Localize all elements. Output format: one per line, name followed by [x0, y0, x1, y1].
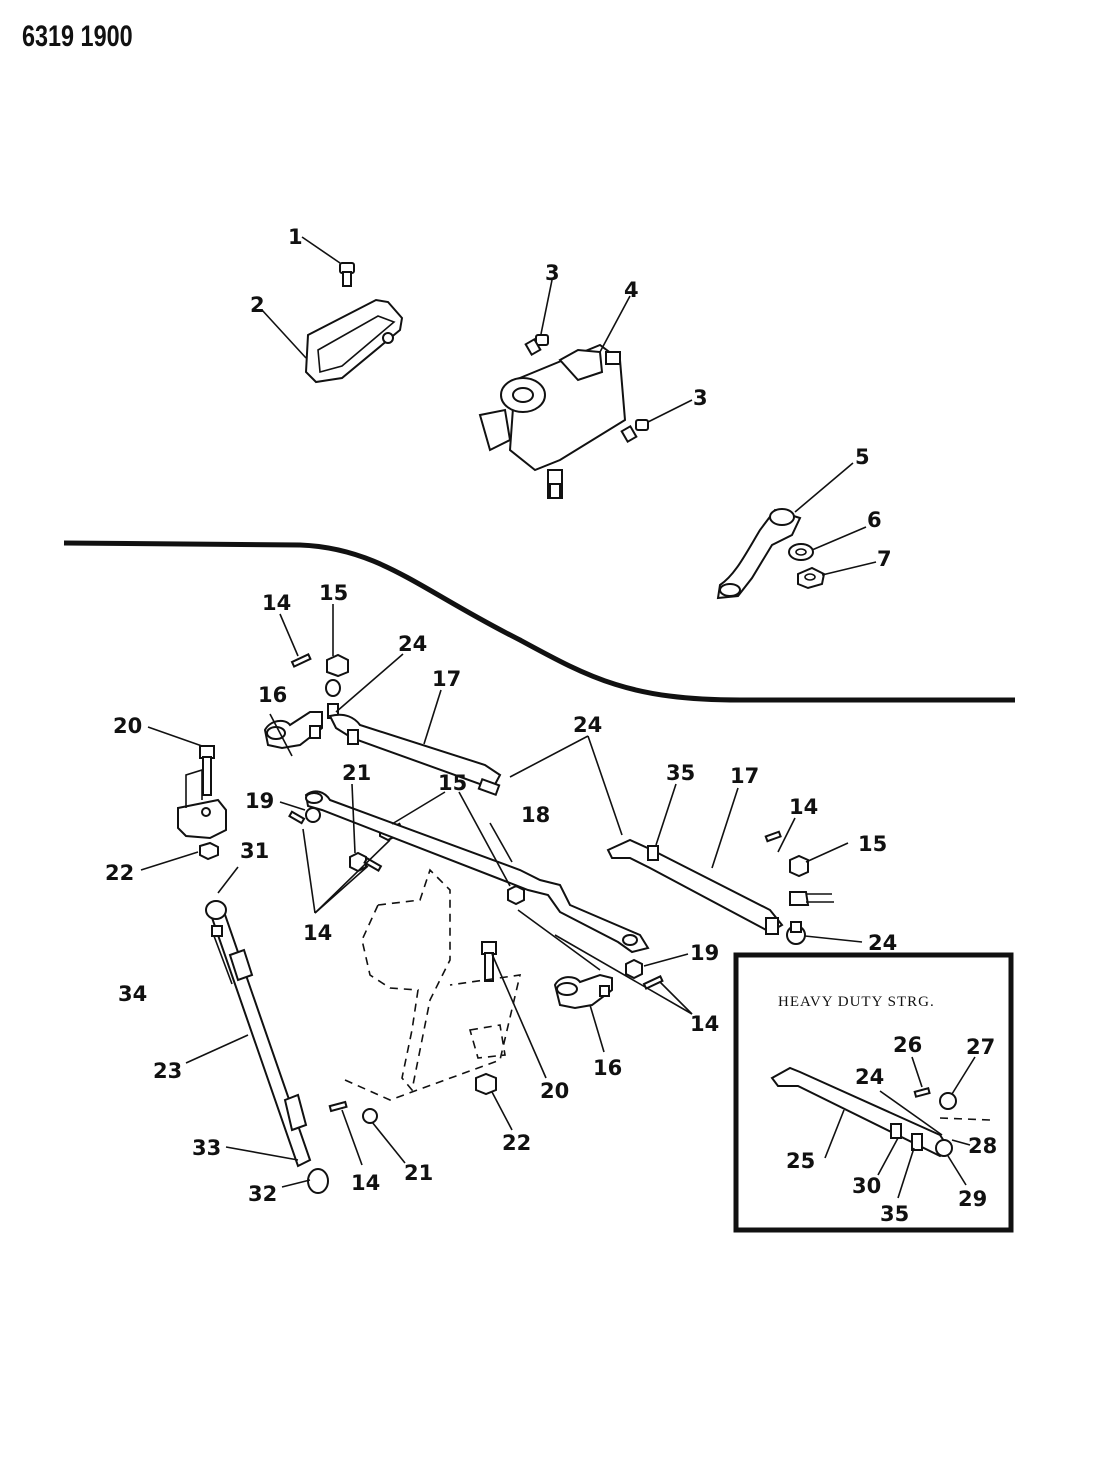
bolt-part-3b — [620, 419, 649, 444]
idler-arm-part-16a — [263, 711, 323, 750]
callout-32: 32 — [248, 1182, 277, 1206]
callout-31: 31 — [240, 839, 269, 863]
clamp-17a — [347, 729, 359, 745]
inset-callout-25: 25 — [786, 1149, 815, 1173]
steering-damper-part-23 — [205, 900, 329, 1194]
callout-labels: 1 2 3 4 3 5 6 7 14 15 24 17 16 20 21 19 … — [105, 225, 997, 1226]
callout-14e: 14 — [351, 1171, 380, 1195]
callout-35: 35 — [666, 761, 695, 785]
section-divider-curve — [63, 540, 1015, 703]
callout-24b: 24 — [573, 713, 602, 737]
castle-nut-15a — [326, 653, 349, 678]
nut-part-19a — [305, 807, 321, 823]
inset-callout-29: 29 — [958, 1187, 987, 1211]
callout-21a: 21 — [342, 761, 371, 785]
callout-20a: 20 — [113, 714, 142, 738]
callout-23: 23 — [153, 1059, 182, 1083]
castle-nut-15c — [507, 884, 525, 906]
steering-gear-part-4 — [478, 343, 627, 499]
nut-part-19b — [625, 958, 643, 980]
callout-7: 7 — [877, 547, 892, 571]
callout-14c: 14 — [789, 795, 818, 819]
callout-34: 34 — [118, 982, 147, 1006]
cotter-pin-rod — [517, 909, 601, 971]
bolt-part-3a — [524, 334, 549, 357]
pitman-arm-part-5 — [716, 508, 802, 600]
tie-rod-part-17b — [606, 838, 806, 945]
callout-14b: 14 — [303, 921, 332, 945]
inset-callout-24: 24 — [855, 1065, 884, 1089]
nut-part-7 — [797, 566, 826, 590]
castle-nut-15d — [789, 854, 809, 878]
nut-part-21a — [349, 851, 367, 873]
callout-24a: 24 — [398, 632, 427, 656]
clamp-30 — [890, 1123, 902, 1139]
cotter-pin-14b — [288, 810, 306, 825]
castle-nut-27 — [939, 1092, 957, 1110]
callout-4: 4 — [624, 278, 639, 302]
inset-title: HEAVY DUTY STRG. — [778, 994, 935, 1010]
callout-24c: 24 — [868, 931, 897, 955]
callout-5: 5 — [855, 445, 870, 469]
callout-22a: 22 — [105, 861, 134, 885]
cotter-pin-26 — [913, 1087, 931, 1098]
callout-3b: 3 — [693, 386, 708, 410]
center-link-part-18 — [304, 790, 650, 954]
washer-15a — [325, 679, 341, 697]
callout-15c: 15 — [858, 832, 887, 856]
idler-bracket-block — [177, 768, 227, 840]
callout-14a: 14 — [262, 591, 291, 615]
leader-lines-top — [261, 236, 877, 576]
phantom-steering-gear-outline — [344, 868, 522, 1101]
cotter-pin-14g — [328, 1100, 348, 1113]
clamp-35 — [911, 1133, 923, 1151]
bracket-part-2 — [304, 298, 404, 384]
nut-part-22b — [475, 1072, 497, 1096]
callout-16a: 16 — [258, 683, 287, 707]
nut-part-21b — [362, 1108, 378, 1124]
leader-lines-lower — [140, 604, 863, 1188]
washer-15d — [789, 891, 810, 906]
cotter-pin-14a — [290, 653, 312, 668]
inset-callout-30: 30 — [852, 1174, 881, 1198]
tie-rod-end-29 — [935, 1139, 953, 1157]
callout-16b: 16 — [593, 1056, 622, 1080]
nut-part-22a — [199, 841, 219, 861]
callout-33: 33 — [192, 1136, 221, 1160]
idler-arm-part-16b — [553, 973, 613, 1010]
callout-15a: 15 — [319, 581, 348, 605]
document-id-number: 6319 1900 — [22, 20, 133, 53]
callout-17a: 17 — [432, 667, 461, 691]
callout-19a: 19 — [245, 789, 274, 813]
callout-19b: 19 — [690, 941, 719, 965]
callout-1: 1 — [288, 225, 303, 249]
callout-2: 2 — [250, 293, 265, 317]
bolt-part-20a — [199, 745, 215, 796]
cotter-pin-14d — [363, 856, 383, 872]
tie-rod-end-24b — [477, 777, 501, 797]
inset-callout-35: 35 — [880, 1202, 909, 1226]
callout-17b: 17 — [730, 764, 759, 788]
heavy-duty-inset: HEAVY DUTY STRG. — [733, 952, 1014, 1233]
bolt-part-20b — [481, 941, 497, 982]
inset-callout-27: 27 — [966, 1035, 995, 1059]
callout-3a: 3 — [545, 261, 560, 285]
inset-callout-28: 28 — [968, 1134, 997, 1158]
callout-6: 6 — [867, 508, 882, 532]
callout-18: 18 — [521, 803, 550, 827]
lock-washer-part-6 — [788, 543, 814, 561]
callout-14d: 14 — [690, 1012, 719, 1036]
callout-21b: 21 — [404, 1161, 433, 1185]
callout-15b: 15 — [438, 771, 467, 795]
callout-22b: 22 — [502, 1131, 531, 1155]
callout-20b: 20 — [540, 1079, 569, 1103]
bolt-part-1 — [339, 262, 355, 287]
inset-callout-26: 26 — [893, 1033, 922, 1057]
tie-rod-part-17a — [328, 713, 502, 792]
cotter-pin-14e — [764, 830, 782, 843]
